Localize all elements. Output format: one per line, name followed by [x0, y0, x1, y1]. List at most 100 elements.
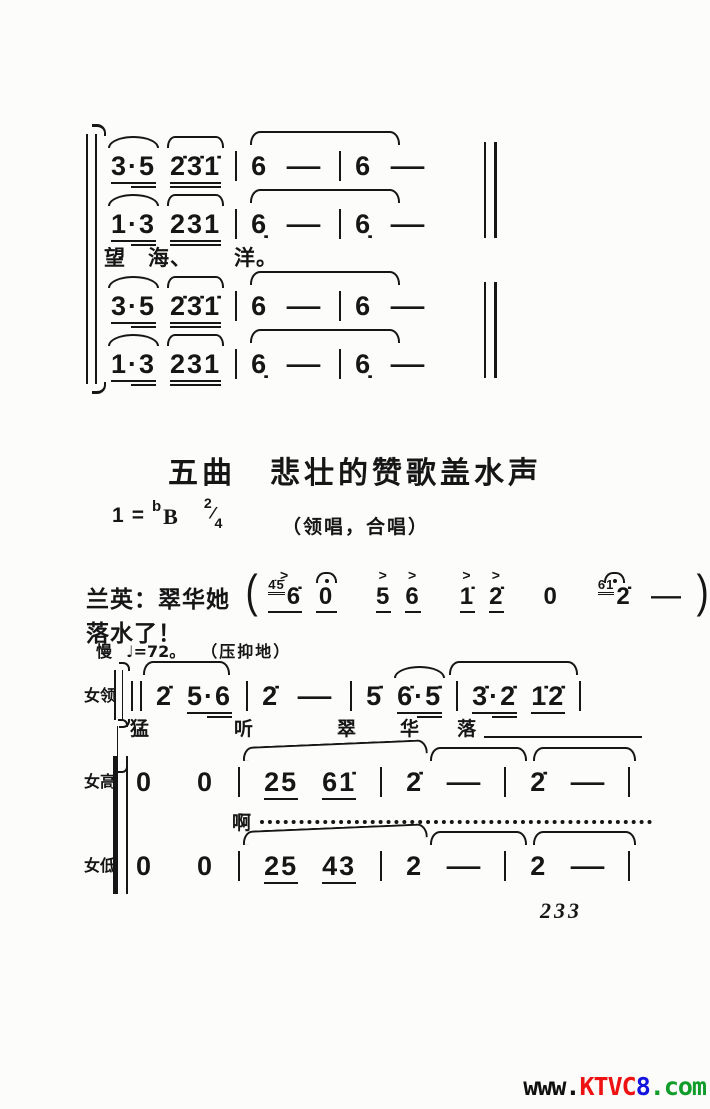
note-token: 3·5 [108, 136, 160, 188]
note-token: 25 [264, 836, 299, 884]
note-token: 6̣ [355, 349, 373, 379]
note-token: 1̇2̇ [531, 666, 566, 714]
slur-tie [533, 831, 636, 845]
note-token: 6̣ [251, 209, 269, 239]
final-double-barline [484, 142, 497, 238]
slur-tie [142, 661, 231, 675]
barline [380, 836, 383, 881]
note-token: 231 [167, 194, 225, 246]
expression-mark: （压抑地） [201, 644, 292, 661]
note-token: — [286, 349, 321, 379]
slur-tie [250, 271, 401, 285]
barline [628, 752, 631, 797]
tie [167, 194, 225, 206]
note-token: 6 [251, 151, 269, 181]
tie [108, 136, 160, 148]
watermark: www.KTVC8.com [523, 1072, 707, 1101]
lyric-word: 翠 [337, 719, 357, 740]
barline [235, 334, 238, 379]
note-token: 3̇·2̇ [472, 666, 518, 718]
lyric-word: 华 [400, 719, 420, 740]
lyric-word: 洋。 [234, 247, 278, 270]
watermark-segment: .com [649, 1072, 707, 1101]
watermark-segment: www. [523, 1072, 580, 1101]
note-token: 0 [136, 767, 154, 797]
note-token: 2 [406, 851, 424, 881]
barline [504, 752, 507, 797]
slur-tie [250, 131, 401, 145]
lyric-word: 落 [457, 719, 477, 740]
barline [350, 666, 353, 711]
note-token: 43 [322, 836, 357, 884]
barline [456, 666, 459, 711]
lyric-word: 望 [104, 247, 126, 270]
note-token: 6̣ [251, 349, 269, 379]
barline [235, 136, 238, 181]
note-token: 6 [355, 291, 373, 321]
note-token: 2̇ [406, 767, 424, 797]
tie [108, 194, 160, 206]
part-label-alto: 女低 [84, 858, 117, 875]
barline [238, 836, 241, 881]
note-token: — [390, 349, 425, 379]
tie [108, 276, 160, 288]
note-token: 2̇ [262, 681, 280, 711]
lyric-word: 听 [234, 719, 254, 740]
barline [246, 666, 249, 711]
key-note: B [163, 504, 178, 529]
watermark-segment: 8 [635, 1072, 651, 1101]
close-paren: ) [696, 565, 709, 617]
note-token: — [286, 291, 321, 321]
note-token: 2̇ [156, 681, 174, 711]
double-barline [131, 666, 142, 711]
fraction-slash: ⁄ [211, 503, 215, 523]
note-token: 3·5 [108, 276, 160, 328]
barline [339, 136, 342, 181]
lyric-word: 猛 [130, 719, 150, 740]
equals-sign: = [131, 504, 144, 527]
barline [628, 836, 631, 881]
note-token: 0 [197, 851, 215, 881]
note-token: 25 [264, 752, 299, 800]
time-signature: 2⁄4 [204, 496, 223, 532]
slur-tie [429, 831, 527, 845]
lyric-word: 海、 [148, 247, 192, 270]
note-token: 5̇ [366, 681, 384, 711]
lead-lyrics-line: 猛听翠华落 [130, 714, 476, 741]
note-token: >4̇5̇6̇ [268, 568, 303, 613]
key-signature: 1 = b B 2⁄4 [112, 496, 222, 532]
slur-tie [448, 661, 579, 675]
barline [238, 752, 241, 797]
slur-tie [250, 189, 401, 203]
note-token: — [297, 681, 332, 711]
barline [235, 276, 238, 321]
barline [339, 334, 342, 379]
note-token: — [390, 209, 425, 239]
note-token: 0 [136, 851, 154, 881]
note-token: >6 [405, 568, 421, 613]
part-label-lead: 女领 [84, 688, 117, 705]
lyric-extension-line [484, 736, 642, 738]
note-token: — [570, 851, 605, 881]
ensemble-note: （领唱，合唱） [282, 517, 430, 538]
note-token: >1̇ [459, 568, 476, 613]
note-token: 2̇3̇1̇ [167, 276, 225, 328]
note-token: >5 [376, 568, 392, 613]
tempo-marking: 慢 ♩=72。 （压抑地） [96, 638, 291, 662]
tie [167, 276, 225, 288]
watermark-segment: KTVC [579, 1072, 637, 1101]
note-token: 61̇ [322, 752, 357, 800]
tie [167, 136, 225, 148]
note-token: 6 [251, 291, 269, 321]
